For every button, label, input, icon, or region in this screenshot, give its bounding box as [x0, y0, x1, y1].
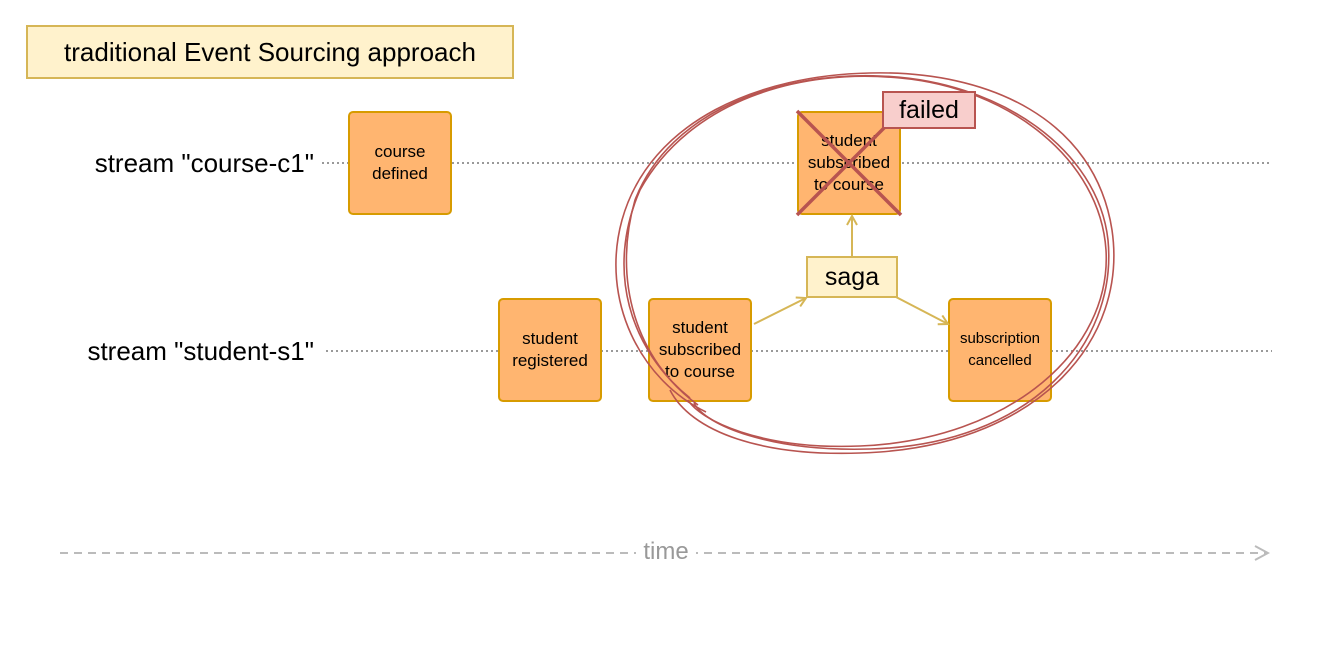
- diagram-title: traditional Event Sourcing approach: [26, 25, 514, 79]
- event-student-subscribed: student subscribed to course: [648, 298, 752, 402]
- stream-label-student: stream "student-s1": [87, 336, 314, 366]
- event-course-defined: course defined: [348, 111, 452, 215]
- time-axis-label: time: [636, 538, 696, 566]
- stream-label-course: stream "course-c1": [94, 148, 314, 178]
- failed-badge: failed: [882, 91, 976, 129]
- saga-box: saga: [806, 256, 898, 298]
- event-subscription-cancelled: subscription cancelled: [948, 298, 1052, 402]
- event-student-registered: student registered: [498, 298, 602, 402]
